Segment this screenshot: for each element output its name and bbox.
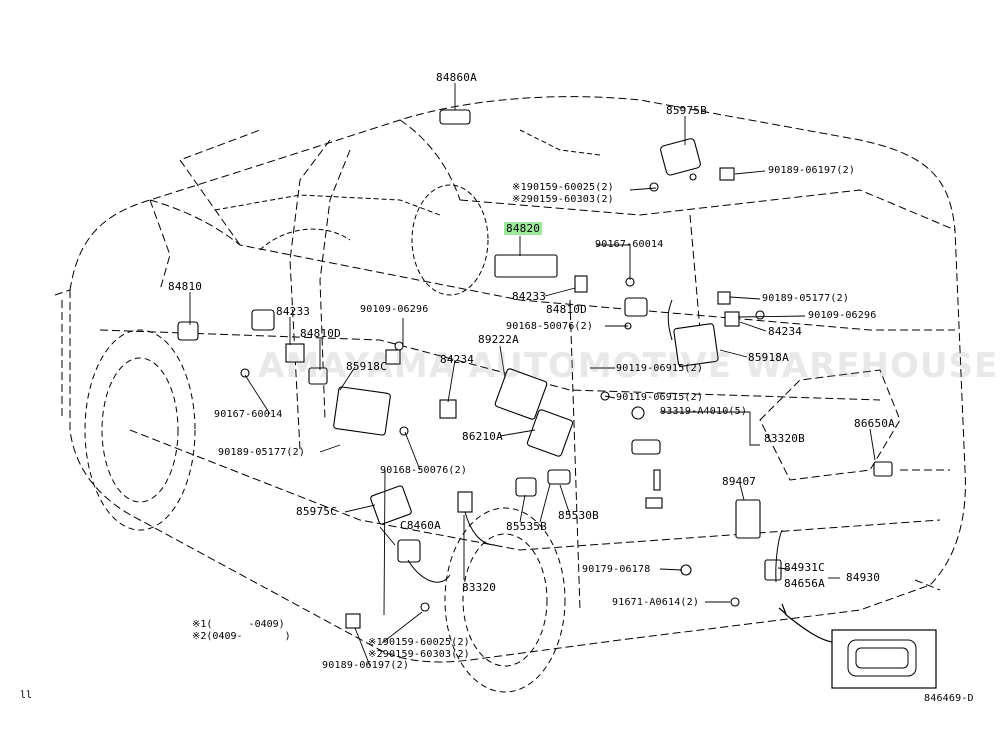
part-label-90159-60303-bottom[interactable]: ※290159-60303(2) bbox=[368, 649, 470, 660]
diagram-code: 846469-D bbox=[924, 693, 974, 704]
part-label-90167-60014-right[interactable]: 90167-60014 bbox=[595, 239, 664, 250]
part-label-90119-06915-b[interactable]: 90119-06915(2) bbox=[616, 392, 704, 403]
body-outline bbox=[54, 96, 966, 663]
part-label-84810d-mid[interactable]: 84810D bbox=[546, 303, 587, 316]
part-label-86210a[interactable]: 86210A bbox=[462, 430, 503, 443]
part-label-85975c[interactable]: 85975C bbox=[296, 505, 337, 518]
part-label-90189-06197-bottom[interactable]: 90189-06197(2) bbox=[322, 660, 410, 671]
part-label-90109-06296-right[interactable]: 90109-06296 bbox=[808, 310, 877, 321]
part-label-90119-06915-a[interactable]: 90119-06915(2) bbox=[616, 363, 704, 374]
part-label-89407[interactable]: 89407 bbox=[722, 475, 757, 488]
footnote-1: ※1( -0409) bbox=[192, 619, 285, 630]
part-label-83320b[interactable]: 83320B bbox=[764, 432, 805, 445]
part-label-85918a[interactable]: 85918A bbox=[748, 351, 789, 364]
component-shapes bbox=[177, 109, 893, 629]
interior bbox=[214, 129, 601, 296]
inset-box bbox=[778, 603, 937, 689]
part-label-90189-06197-top[interactable]: 90189-06197(2) bbox=[768, 165, 856, 176]
wheels bbox=[84, 329, 566, 693]
part-label-84810[interactable]: 84810 bbox=[168, 280, 203, 293]
part-label-90168-50076-left[interactable]: 90168-50076(2) bbox=[380, 465, 468, 476]
part-label-84656a[interactable]: 84656A bbox=[784, 577, 825, 590]
part-label-86650a[interactable]: 86650A bbox=[854, 417, 895, 430]
part-label-90179-06178[interactable]: 90179-06178 bbox=[582, 564, 651, 575]
part-label-84820-highlighted[interactable]: 84820 bbox=[504, 222, 543, 235]
part-label-84234-mid[interactable]: 84234 bbox=[440, 353, 475, 366]
part-label-89222a[interactable]: 89222A bbox=[478, 333, 519, 346]
watermark: AMAYAMA AUTOMOTIVE WAREHOUSE bbox=[258, 346, 999, 386]
part-label-85975b[interactable]: 85975B bbox=[666, 104, 707, 117]
leader-lines bbox=[189, 83, 876, 667]
part-label-84931c[interactable]: 84931C bbox=[784, 561, 825, 574]
part-label-90159-60303-top[interactable]: ※290159-60303(2) bbox=[512, 194, 614, 205]
part-label-90189-05177-right[interactable]: 90189-05177(2) bbox=[762, 293, 850, 304]
part-label-90159-60025-top[interactable]: ※190159-60025(2) bbox=[512, 182, 614, 193]
part-label-84233-left[interactable]: 84233 bbox=[276, 305, 311, 318]
part-label-84810d-left[interactable]: 84810D bbox=[300, 327, 341, 340]
part-label-84860a[interactable]: 84860A bbox=[436, 71, 477, 84]
part-label-90167-60014-left[interactable]: 90167-60014 bbox=[214, 409, 283, 420]
footnote-2: ※2(0409- ) bbox=[192, 631, 291, 642]
part-label-85918c[interactable]: 85918C bbox=[346, 360, 387, 373]
part-label-90168-50076-right[interactable]: 90168-50076(2) bbox=[506, 321, 594, 332]
wires bbox=[407, 299, 783, 583]
part-label-85530b[interactable]: 85530B bbox=[558, 509, 599, 522]
part-label-91671-a0614[interactable]: 91671-A0614(2) bbox=[612, 597, 700, 608]
corner-mark: ll bbox=[20, 690, 33, 701]
part-label-90109-06296-left[interactable]: 90109-06296 bbox=[360, 304, 429, 315]
part-label-90189-05177-left[interactable]: 90189-05177(2) bbox=[218, 447, 306, 458]
part-label-84233-mid[interactable]: 84233 bbox=[512, 290, 547, 303]
part-label-84234-right[interactable]: 84234 bbox=[768, 325, 803, 338]
part-label-c8460a[interactable]: C8460A bbox=[400, 519, 441, 532]
part-label-84930[interactable]: 84930 bbox=[846, 571, 881, 584]
highlight-mark: 84820 bbox=[504, 222, 543, 235]
part-label-90159-60025-bottom[interactable]: ※190159-60025(2) bbox=[368, 637, 470, 648]
part-label-85535b[interactable]: 85535B bbox=[506, 520, 547, 533]
part-label-83320[interactable]: 83320 bbox=[462, 581, 497, 594]
part-label-93319-a4010[interactable]: 93319-A4010(5) bbox=[660, 406, 748, 417]
